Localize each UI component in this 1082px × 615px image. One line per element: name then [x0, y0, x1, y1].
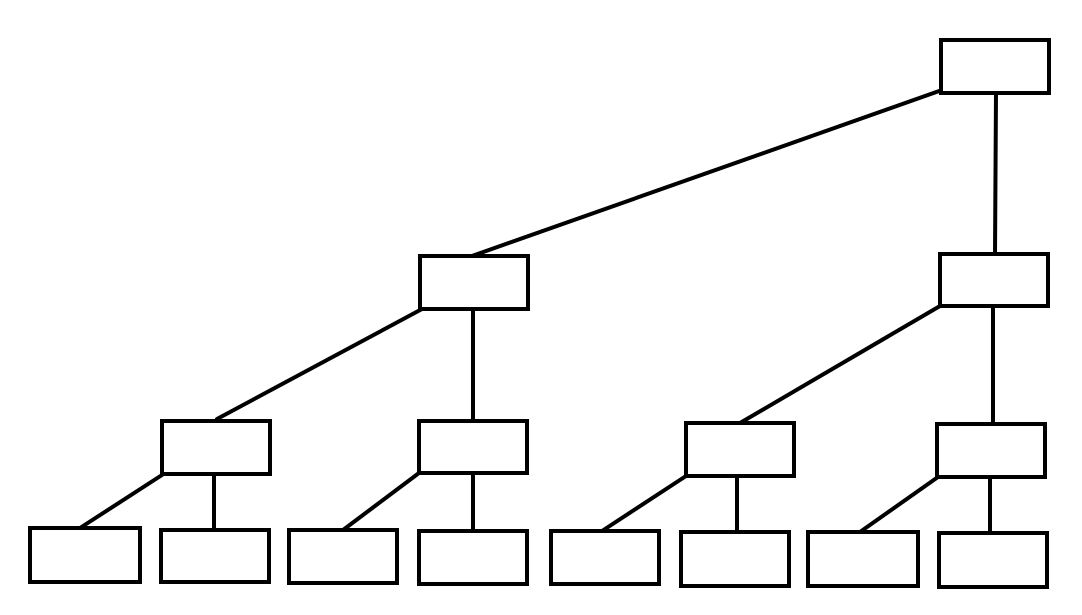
node-n212: [679, 530, 791, 588]
edge-n1-n11: [215, 307, 424, 421]
node-n21: [684, 421, 796, 478]
edges: [78, 88, 998, 535]
edge-n11-n111: [78, 473, 164, 530]
node-n1: [418, 254, 530, 311]
edge-root-n2: [993, 91, 998, 256]
edge-n12-n121: [341, 471, 421, 532]
edge-n21-n211: [600, 474, 688, 533]
node-n11: [160, 419, 272, 476]
node-n222: [937, 531, 1049, 589]
node-n112: [159, 528, 271, 584]
edge-n22-n221: [858, 475, 940, 534]
edge-n2-n21: [738, 304, 942, 425]
edge-root-n1: [470, 88, 944, 258]
node-n2: [938, 252, 1050, 308]
node-root: [939, 38, 1051, 95]
node-n12: [417, 419, 529, 475]
nodes: [28, 38, 1051, 589]
node-n122: [417, 529, 529, 586]
node-n211: [549, 529, 661, 586]
node-n111: [28, 526, 142, 584]
node-n121: [287, 528, 399, 585]
node-n22: [935, 422, 1047, 479]
node-n221: [806, 530, 920, 588]
